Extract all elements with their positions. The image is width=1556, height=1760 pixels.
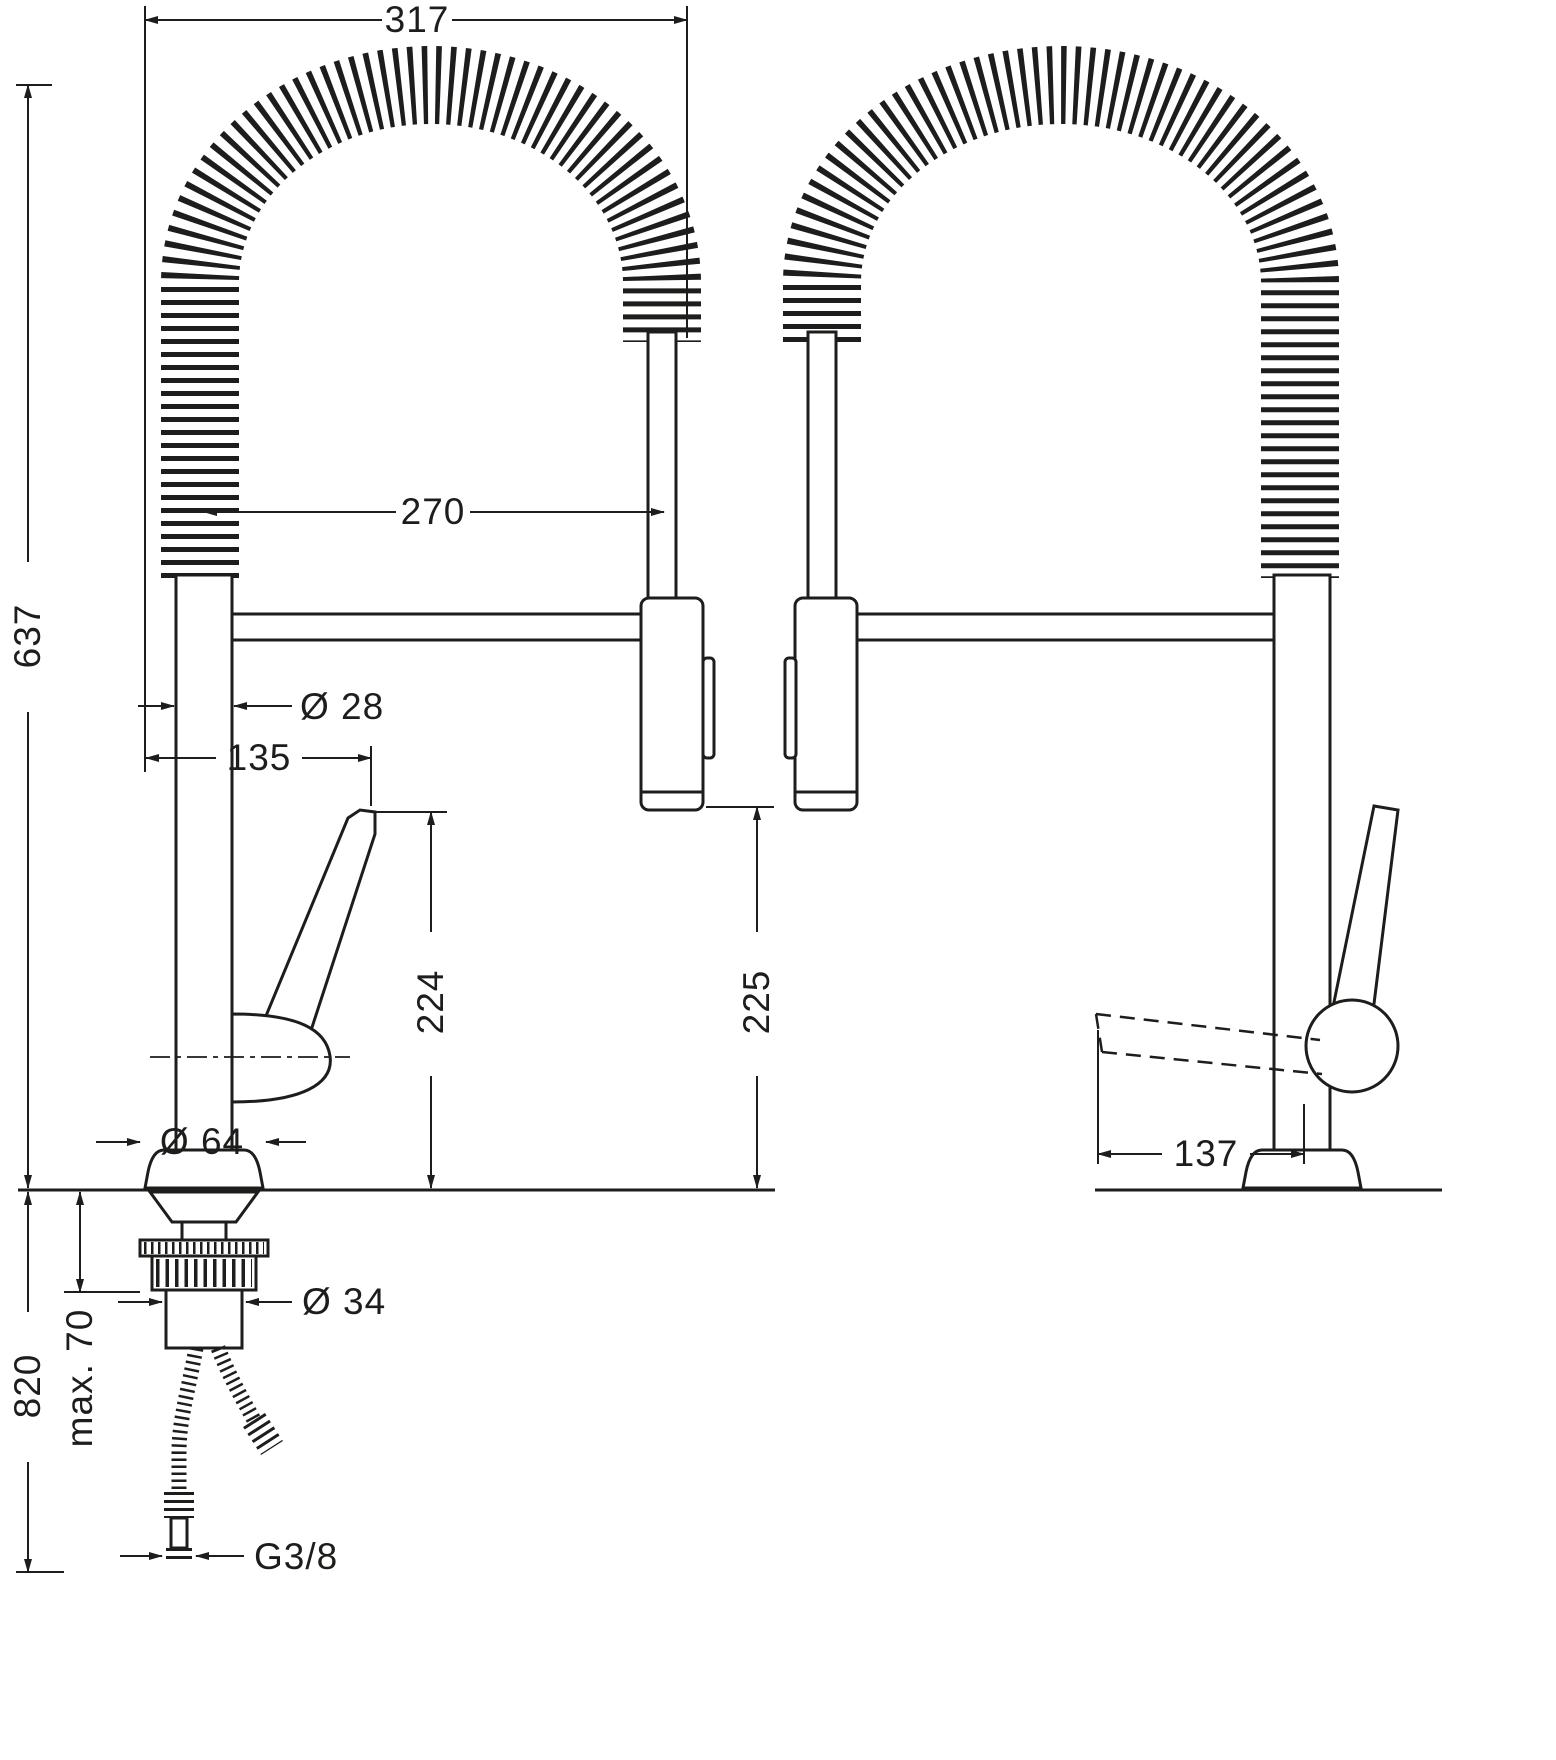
- label-column-diameter: Ø 28: [300, 686, 384, 727]
- label-max-deck-thickness: max. 70: [59, 1309, 100, 1448]
- handle-swing-dashed-top: [1095, 1012, 1321, 1042]
- shank-block: [164, 1288, 244, 1350]
- riser-pipe-front: [174, 573, 234, 1154]
- handle-knob-side: [1304, 998, 1400, 1094]
- spray-head-body: [639, 596, 705, 812]
- label-base-diameter: Ø 64: [160, 1121, 244, 1162]
- mixer-body-front: [230, 1012, 332, 1104]
- tailpiece-cone: [147, 1190, 261, 1224]
- handle-side: [1094, 804, 1400, 1094]
- base-flange-front: [143, 1148, 265, 1190]
- spray-head-clip: [701, 656, 716, 760]
- hose-right-nut: [243, 1412, 283, 1456]
- supply-hose-left: [171, 1346, 204, 1492]
- dim-side-handle-projection: [1097, 1030, 1305, 1164]
- hose-connector-tube: [169, 1516, 189, 1550]
- label-supply-connection: G3/8: [254, 1536, 338, 1577]
- dimension-lines: [16, 6, 1305, 1573]
- label-spout-reach: 270: [401, 491, 466, 532]
- dim-handle-projection: [145, 746, 372, 806]
- extension-lines-317: [144, 6, 688, 772]
- handle-swing-dashed-bottom: [1101, 1050, 1323, 1076]
- dim-hose-length-below: [16, 1191, 64, 1573]
- spray-head-clip-side: [783, 656, 798, 760]
- supply-hose-right: [211, 1345, 261, 1424]
- spring-coil-side: [783, 46, 1339, 578]
- label-handle-projection: 135: [227, 737, 292, 778]
- dimension-labels: 317 637 270 Ø 28 135 224 225 Ø 64 820 ma…: [7, 0, 1239, 1577]
- handle-swing-dashed-tip: [1094, 1013, 1104, 1053]
- dim-handle-top-height: [371, 811, 447, 1189]
- spout-arm-side: [855, 612, 1276, 642]
- spray-head-side: [783, 596, 859, 812]
- label-overall-width: 317: [385, 0, 450, 40]
- base-flange-side: [1241, 1148, 1363, 1190]
- label-height-above-deck: 637: [7, 604, 48, 669]
- dim-spray-outlet-height: [706, 806, 774, 1189]
- label-side-handle-projection: 137: [1174, 1133, 1239, 1174]
- dim-height-above-deck: [16, 84, 52, 1189]
- label-spray-outlet-height: 225: [736, 970, 777, 1035]
- label-shank-diameter: Ø 34: [302, 1281, 386, 1322]
- faucet-side-view: [783, 46, 1400, 1190]
- spout-arm-front: [230, 612, 645, 642]
- handle-lever-side: [1330, 804, 1400, 1022]
- spray-head-body-side: [793, 596, 859, 812]
- dim-max-deck-thickness: [64, 1191, 140, 1293]
- label-handle-top-height: 224: [410, 970, 451, 1035]
- label-hose-length-below: 820: [7, 1354, 48, 1419]
- spray-hose-front: [646, 330, 678, 602]
- tailpiece-stem: [180, 1220, 228, 1242]
- spray-head-front: [639, 596, 716, 812]
- spray-hose-side: [806, 330, 838, 602]
- under-counter-assembly: [138, 1190, 283, 1562]
- faucet-front-view: [18, 46, 1442, 1562]
- dim-overall-width: [144, 6, 688, 772]
